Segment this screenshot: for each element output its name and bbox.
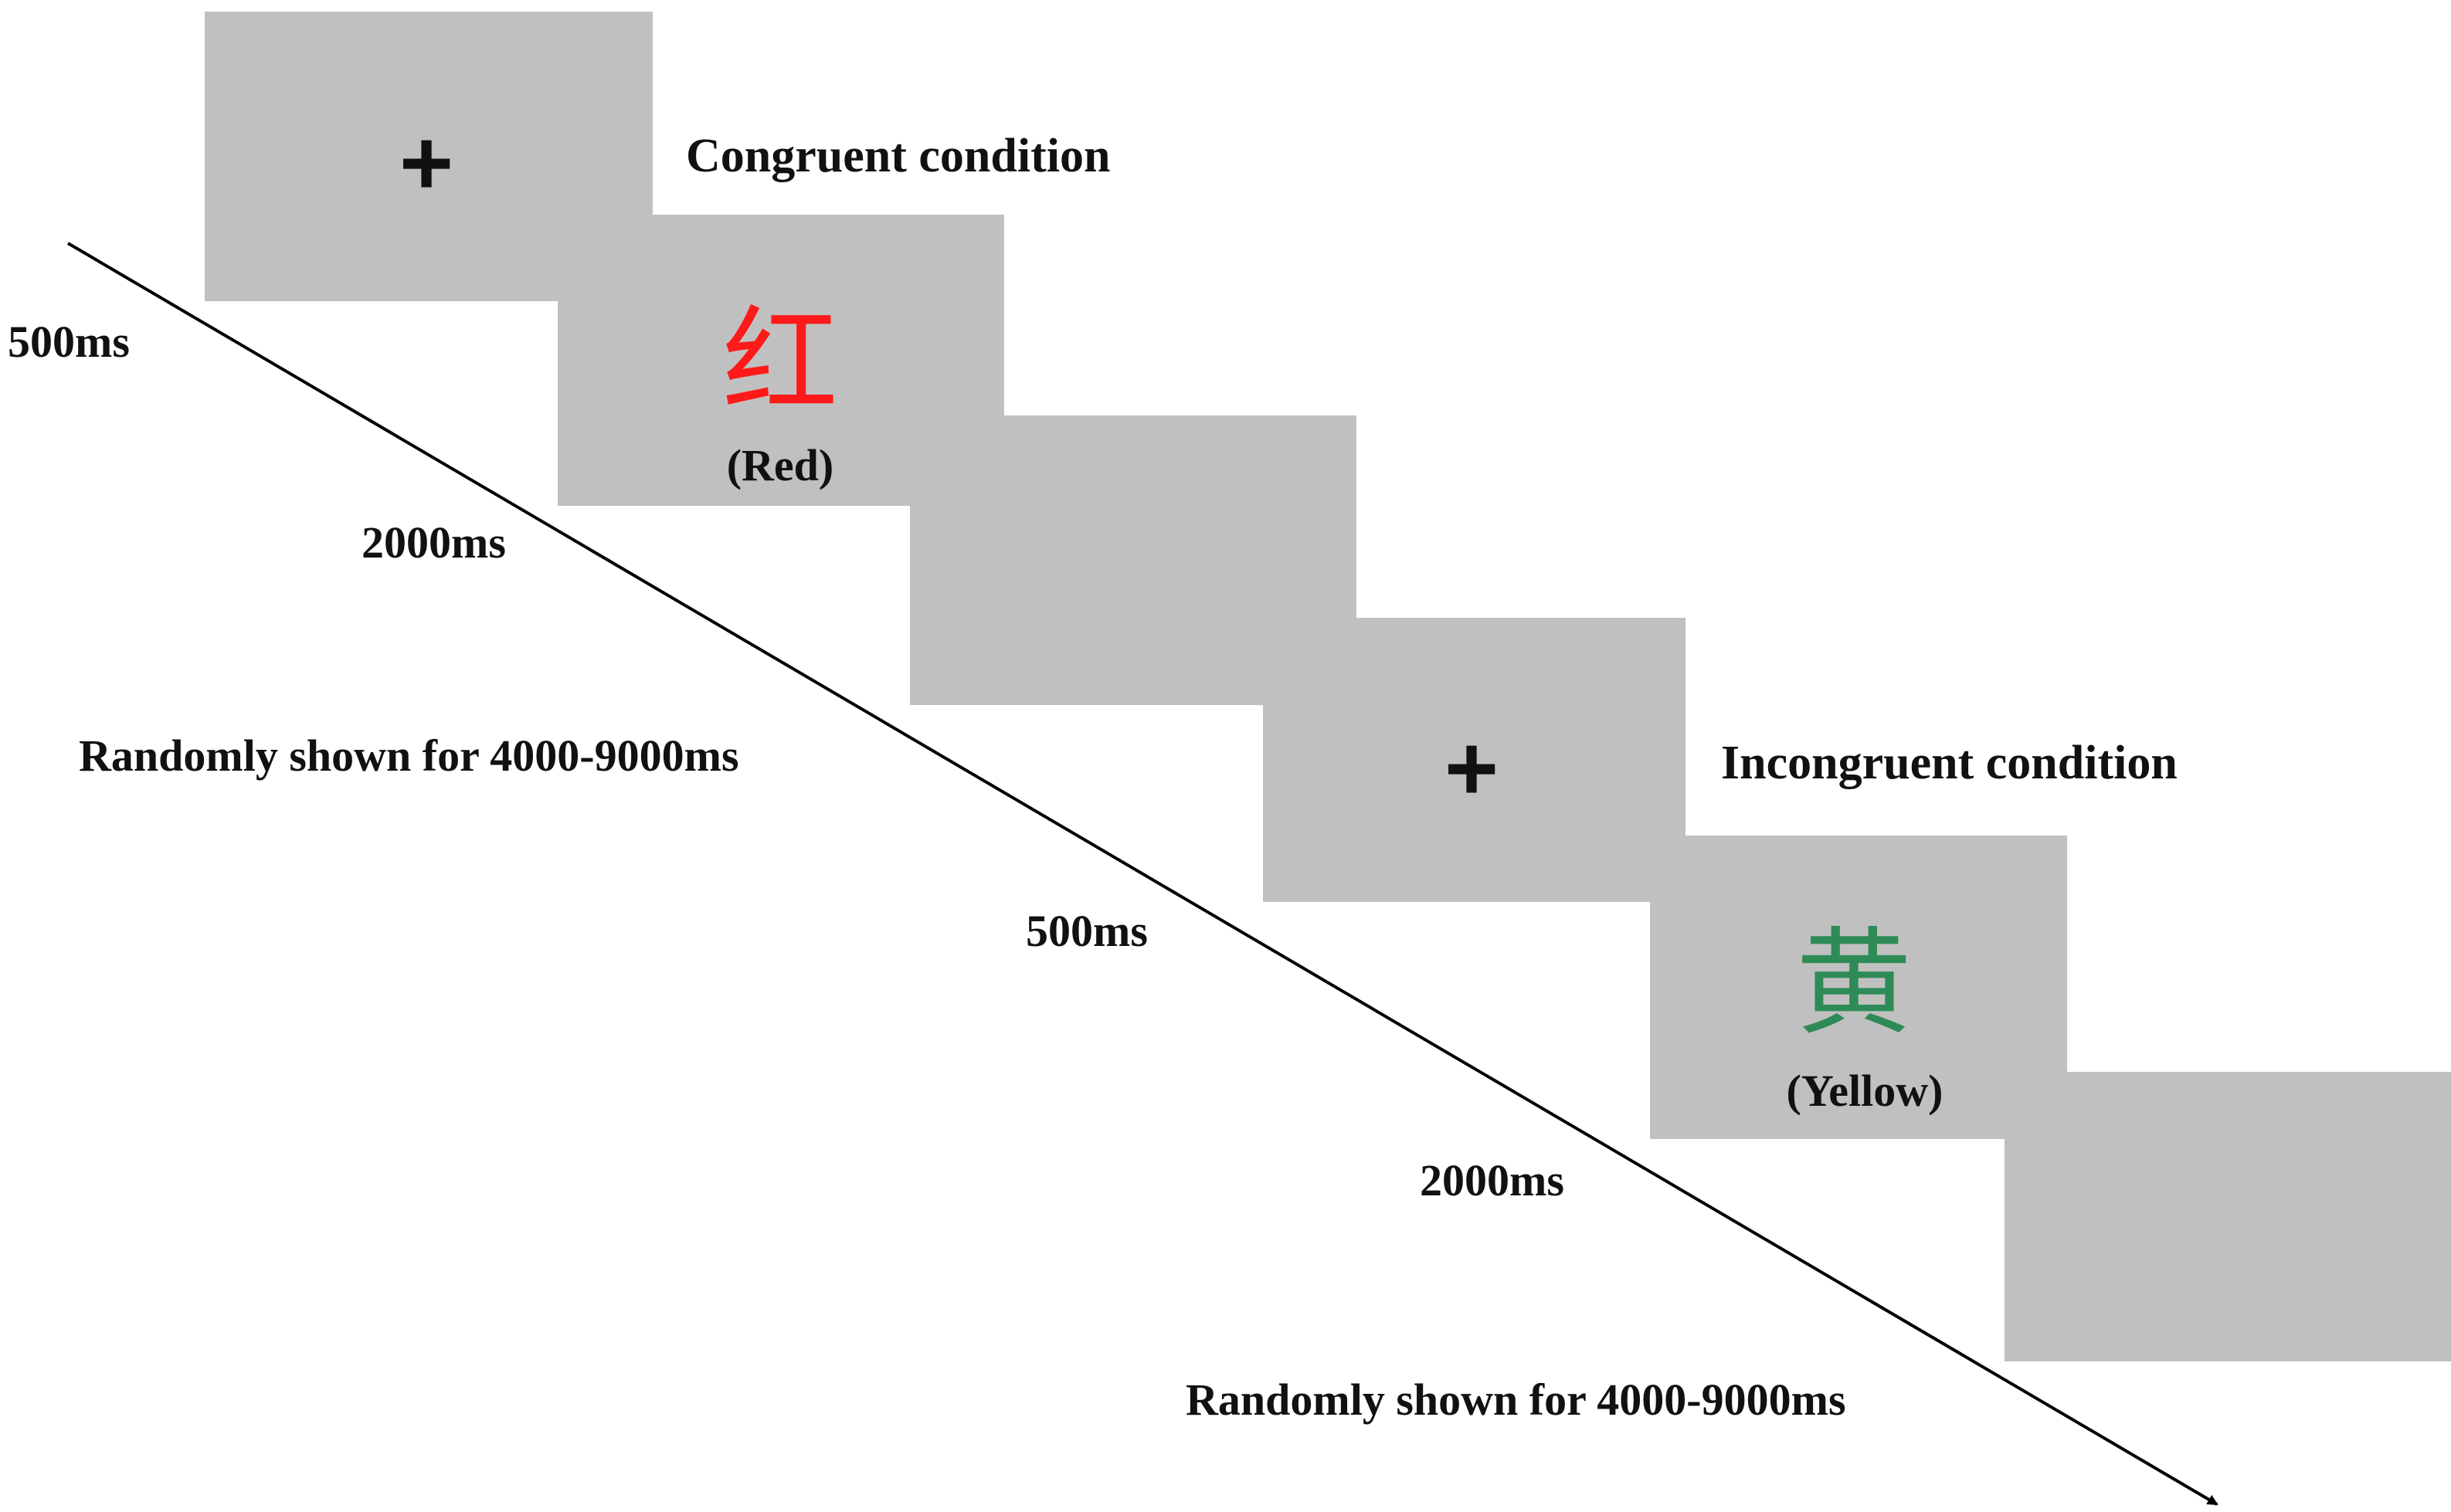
congruent-fixation-duration: 500ms: [8, 317, 130, 367]
screen-stack: [205, 12, 2451, 1361]
congruent-word-duration: 2000ms: [362, 517, 506, 568]
congruent-word-translation: (Red): [727, 440, 834, 490]
incongruent-condition-title: Incongruent condition: [1721, 737, 2178, 789]
congruent-word: 红: [722, 295, 838, 429]
incongruent-fixation-duration: 500ms: [1026, 906, 1148, 956]
incongruent-word: 黄: [1796, 917, 1912, 1051]
congruent-fixation-cross: +: [399, 111, 453, 215]
screen-incongruent-word: [1650, 836, 2067, 1139]
incongruent-fixation-cross: +: [1444, 717, 1499, 820]
incongruent-word-duration: 2000ms: [1420, 1155, 1564, 1205]
congruent-condition-title: Congruent condition: [686, 130, 1110, 182]
congruent-blank-duration: Randomly shown for 4000-9000ms: [79, 731, 739, 781]
incongruent-word-translation: (Yellow): [1787, 1066, 1943, 1116]
screen-incongruent-blank: [2005, 1072, 2451, 1361]
screen-incongruent-fixation: [1263, 618, 1685, 902]
incongruent-blank-duration: Randomly shown for 4000-9000ms: [1186, 1375, 1846, 1425]
timeline-arrow: [66, 242, 2218, 1506]
